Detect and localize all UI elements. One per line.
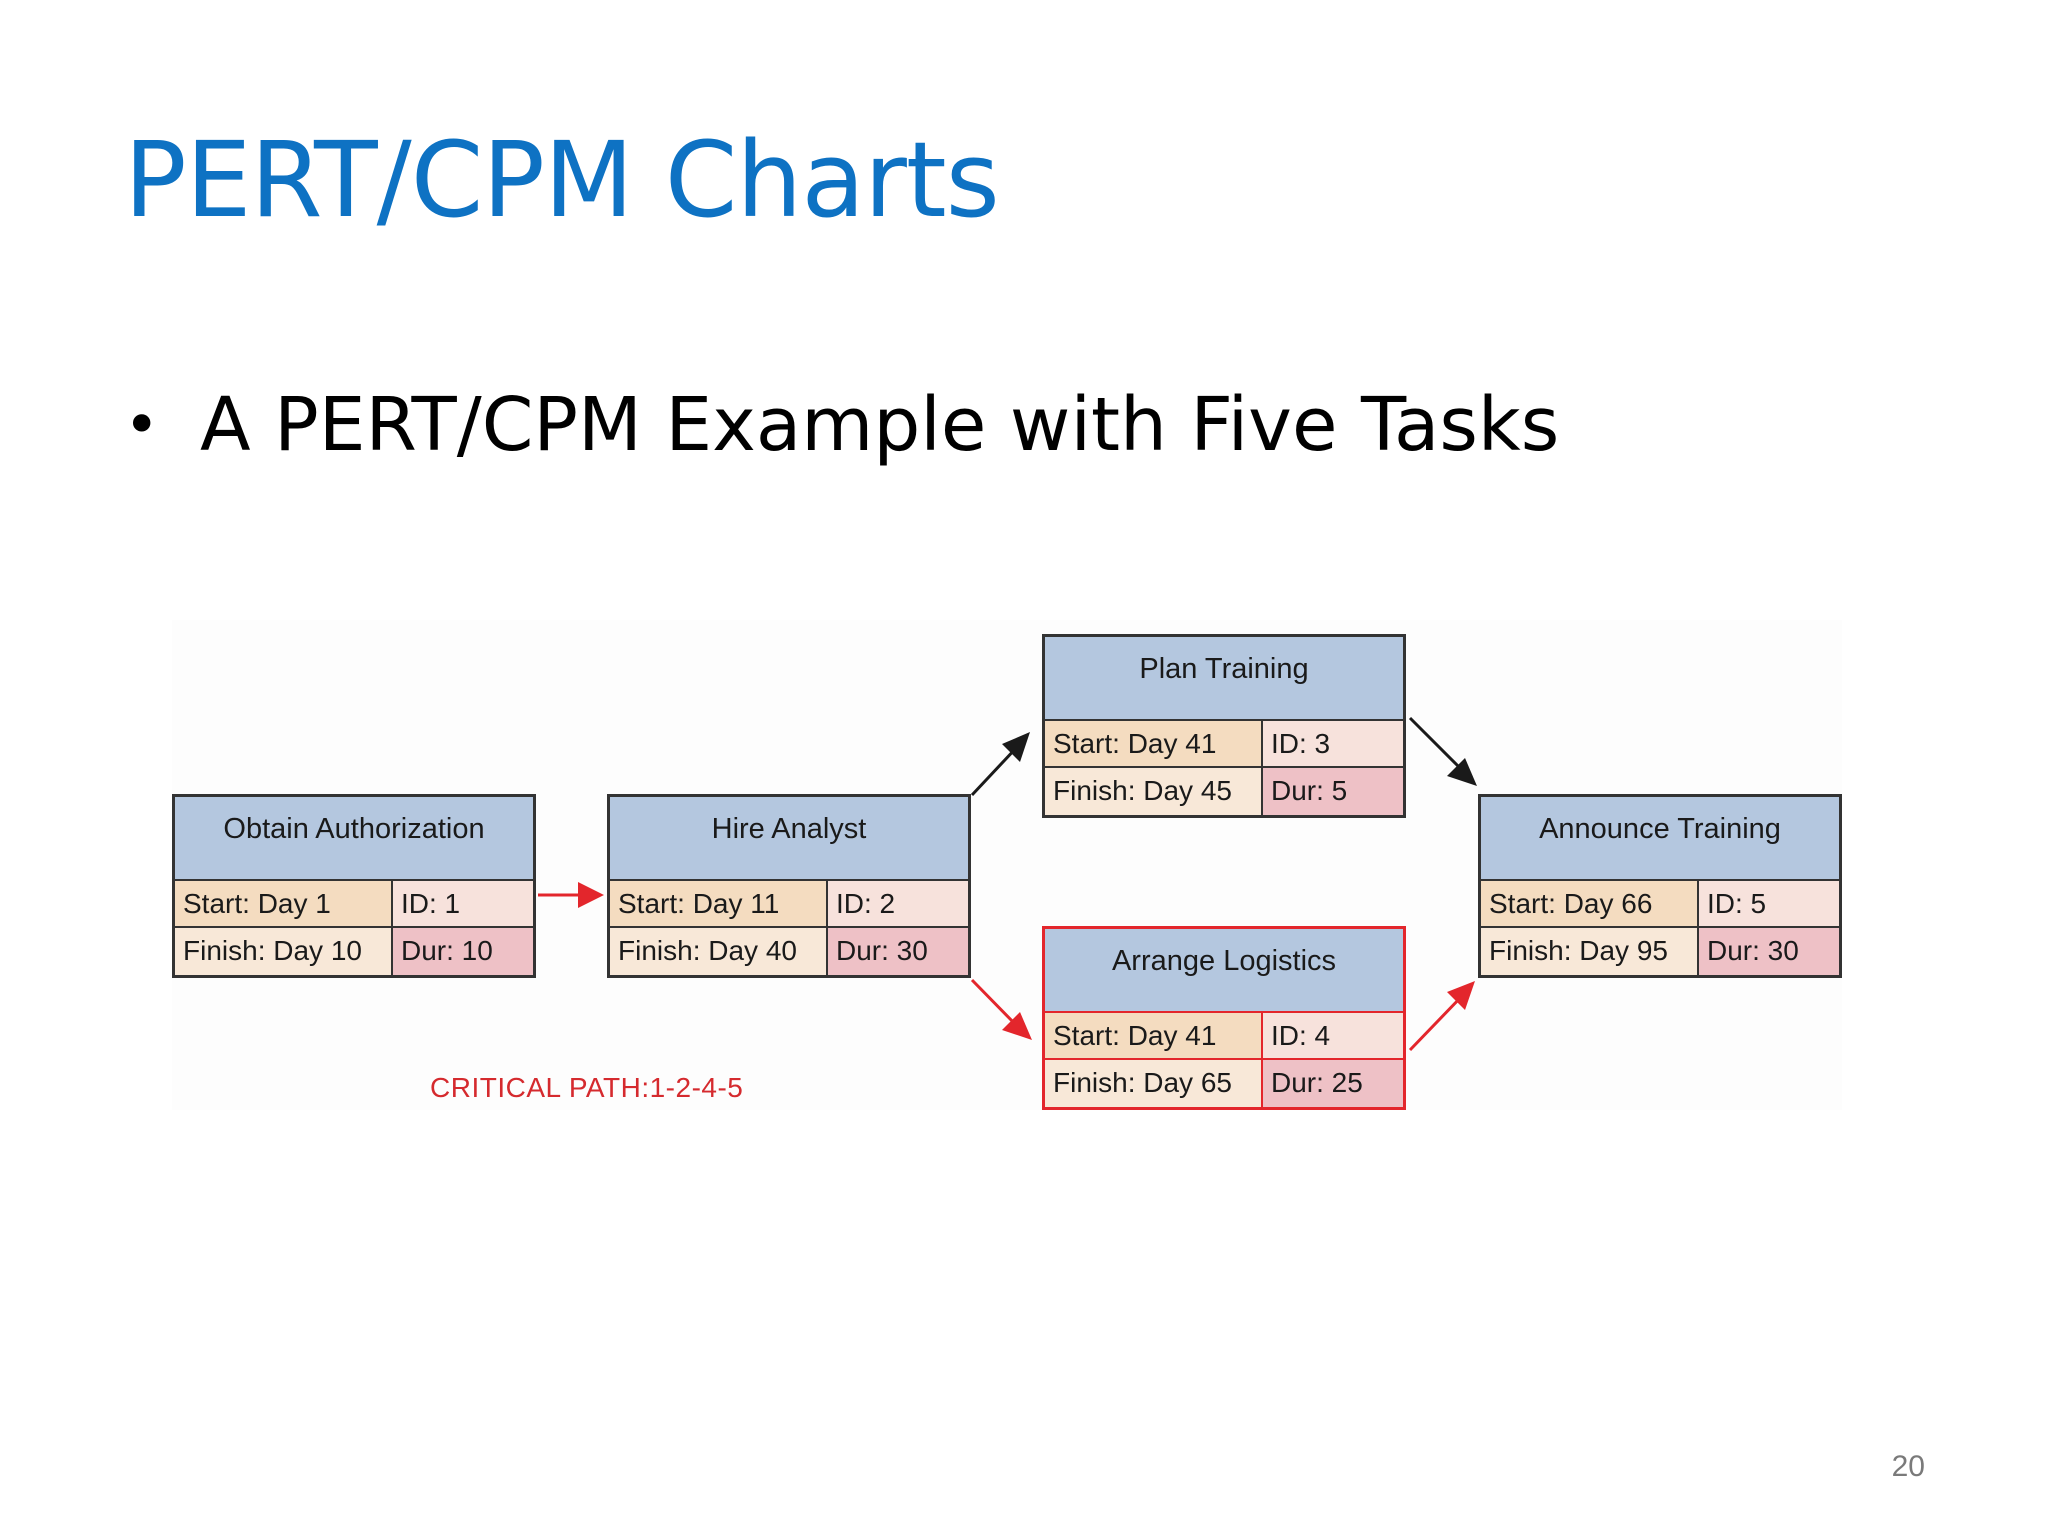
task-name: Obtain Authorization <box>175 797 533 881</box>
task-start: Start: Day 1 <box>175 881 393 926</box>
task-duration: Dur: 10 <box>393 928 533 975</box>
task-start: Start: Day 41 <box>1045 1013 1263 1058</box>
arrowhead-3-to-5 <box>1447 758 1477 786</box>
task-id: ID: 5 <box>1699 881 1839 926</box>
task-duration: Dur: 30 <box>1699 928 1839 975</box>
bullet-text: A PERT/CPM Example with Five Tasks <box>200 382 1560 468</box>
arrow-4-to-5 <box>1408 994 1464 1052</box>
task-name: Hire Analyst <box>610 797 968 881</box>
critical-path-label: CRITICAL PATH:1-2-4-5 <box>430 1072 744 1103</box>
task-name: Arrange Logistics <box>1045 929 1403 1013</box>
arrowhead-2-to-4 <box>1002 1012 1032 1040</box>
task-finish: Finish: Day 10 <box>175 928 393 975</box>
task-node-announce-training: Announce Training Start: Day 66 ID: 5 Fi… <box>1478 794 1842 978</box>
task-name: Plan Training <box>1045 637 1403 721</box>
bullet-dot-icon: • <box>124 390 160 460</box>
task-duration: Dur: 30 <box>828 928 968 975</box>
task-id: ID: 3 <box>1263 721 1403 766</box>
dependency-arrows <box>538 716 1477 1052</box>
task-finish: Finish: Day 45 <box>1045 768 1263 815</box>
arrow-3-to-5 <box>1408 716 1464 772</box>
task-finish: Finish: Day 95 <box>1481 928 1699 975</box>
task-duration: Dur: 5 <box>1263 768 1403 815</box>
task-finish: Finish: Day 65 <box>1045 1060 1263 1107</box>
arrowhead-4-to-5 <box>1447 981 1475 1010</box>
pert-diagram: Obtain Authorization Start: Day 1 ID: 1 … <box>172 620 1842 1110</box>
bullet-item: • A PERT/CPM Example with Five Tasks <box>124 388 1559 462</box>
task-id: ID: 2 <box>828 881 968 926</box>
task-start: Start: Day 11 <box>610 881 828 926</box>
task-id: ID: 4 <box>1263 1013 1403 1058</box>
slide-title: PERT/CPM Charts <box>124 119 1000 241</box>
task-duration: Dur: 25 <box>1263 1060 1403 1107</box>
task-finish: Finish: Day 40 <box>610 928 828 975</box>
arrowhead-2-to-3 <box>1002 732 1030 762</box>
task-node-arrange-logistics: Arrange Logistics Start: Day 41 ID: 4 Fi… <box>1042 926 1406 1110</box>
task-start: Start: Day 41 <box>1045 721 1263 766</box>
task-node-obtain-authorization: Obtain Authorization Start: Day 1 ID: 1 … <box>172 794 536 978</box>
page-number: 20 <box>1891 1450 1925 1483</box>
task-node-hire-analyst: Hire Analyst Start: Day 11 ID: 2 Finish:… <box>607 794 971 978</box>
arrowhead-1-to-2 <box>578 882 604 908</box>
task-node-plan-training: Plan Training Start: Day 41 ID: 3 Finish… <box>1042 634 1406 818</box>
task-start: Start: Day 66 <box>1481 881 1699 926</box>
arrow-2-to-4 <box>970 978 1019 1028</box>
task-name: Announce Training <box>1481 797 1839 881</box>
task-id: ID: 1 <box>393 881 533 926</box>
arrow-2-to-3 <box>970 744 1020 797</box>
